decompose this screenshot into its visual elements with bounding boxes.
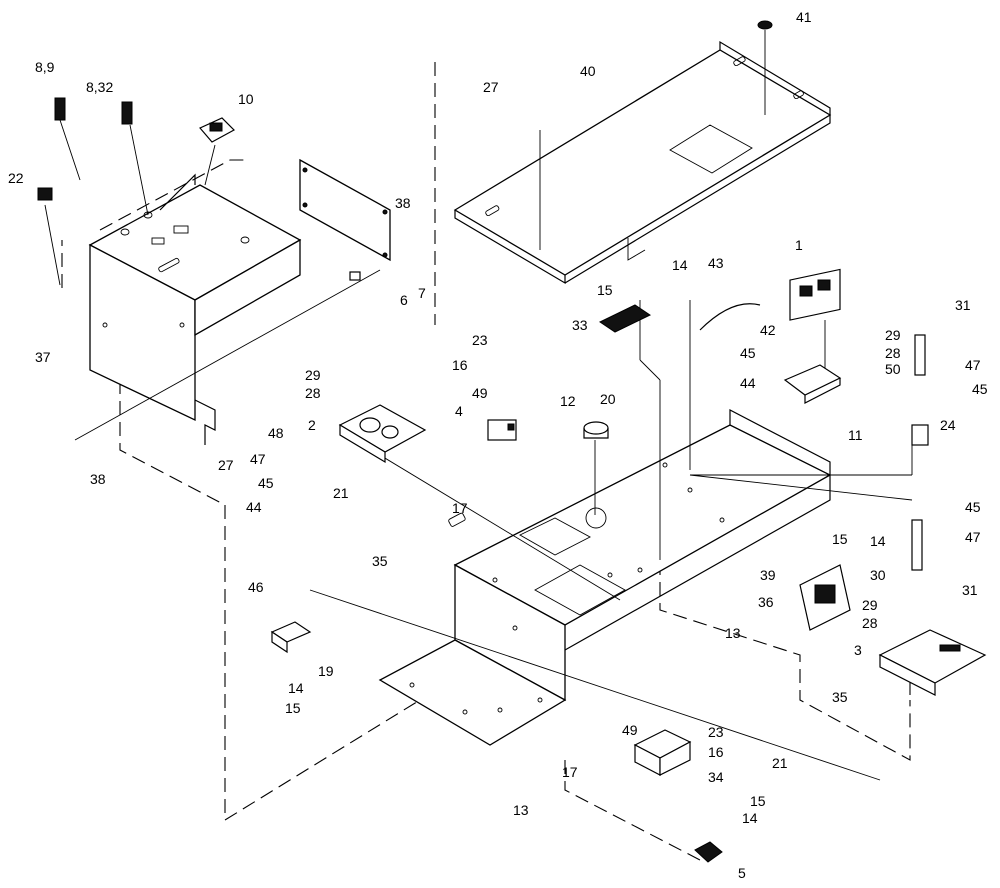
callout-44a: 44 (740, 375, 756, 391)
callout-35b: 35 (832, 689, 848, 705)
callout-37: 37 (35, 349, 51, 365)
part-relay-4 (487, 419, 517, 441)
callout-43: 43 (708, 255, 724, 271)
callout-49a: 49 (472, 385, 488, 401)
circuit-board (299, 158, 391, 262)
part-bracket-11 (783, 364, 842, 404)
callout-8-9: 8,9 (35, 59, 55, 75)
callout-49b: 49 (622, 722, 638, 738)
top-cover-panel (453, 40, 832, 285)
part-switch-22 (37, 187, 53, 201)
callout-47c: 47 (250, 451, 266, 467)
part-lamp-8-9 (54, 97, 66, 121)
callout-3: 3 (854, 642, 862, 658)
callout-38a: 38 (395, 195, 411, 211)
part-screw-31 (911, 334, 926, 571)
callout-16b: 16 (708, 744, 724, 760)
callout-33: 33 (572, 317, 588, 333)
control-box (88, 173, 302, 445)
callout-2: 2 (308, 417, 316, 433)
part-relay-1 (789, 268, 841, 321)
part-module-30 (799, 564, 851, 631)
callout-15b: 15 (832, 531, 848, 547)
callout-10: 10 (238, 91, 254, 107)
callout-11: 11 (848, 427, 863, 443)
callout-14d: 14 (742, 810, 758, 826)
callout-4: 4 (455, 403, 463, 419)
callout-12: 12 (560, 393, 576, 409)
callout-29a: 29 (305, 367, 321, 383)
assembly-outlines (61, 62, 911, 861)
callout-7: 7 (418, 285, 426, 301)
callout-15a: 15 (597, 282, 613, 298)
callout-50: 50 (885, 361, 901, 377)
part-relay-19 (270, 621, 312, 654)
callout-29b: 29 (885, 327, 901, 343)
callout-38b: 38 (90, 471, 106, 487)
callout-30: 30 (870, 567, 886, 583)
callout-5: 5 (738, 865, 746, 881)
callout-28a: 28 (305, 385, 321, 401)
part-switch-10 (199, 117, 235, 143)
callout-20: 20 (600, 391, 616, 407)
part-fitting-24 (911, 424, 929, 446)
callout-16a: 16 (452, 357, 468, 373)
callout-41: 41 (796, 9, 812, 25)
callout-23a: 23 (472, 332, 488, 348)
callout-29c: 29 (862, 597, 878, 613)
part-transformer-34 (633, 729, 692, 776)
callout-47b: 47 (965, 529, 981, 545)
callout-13a: 13 (725, 625, 741, 641)
callout-22: 22 (8, 170, 24, 186)
callout-45c: 45 (965, 499, 981, 515)
callout-17a: 17 (452, 500, 468, 516)
callout-6: 6 (400, 292, 408, 308)
callout-35a: 35 (372, 553, 388, 569)
part-connector-6 (349, 271, 361, 281)
callout-46: 46 (248, 579, 264, 595)
callout-40: 40 (580, 63, 596, 79)
callout-34: 34 (708, 769, 724, 785)
part-module-3 (878, 629, 987, 696)
callout-17b: 17 (562, 764, 578, 780)
callout-36: 36 (758, 594, 774, 610)
callout-28c: 28 (862, 615, 878, 631)
callout-28b: 28 (885, 345, 901, 361)
part-lamp-8-32 (121, 101, 133, 125)
callout-8-32: 8,32 (86, 79, 113, 95)
callout-14a: 14 (672, 257, 688, 273)
callout-14b: 14 (870, 533, 886, 549)
callout-14c: 14 (288, 680, 304, 696)
callout-21b: 21 (772, 755, 788, 771)
callout-48: 48 (268, 425, 284, 441)
part-module-2 (338, 404, 427, 464)
part-cap-41 (757, 20, 773, 30)
callout-27a: 27 (483, 79, 499, 95)
callout-1: 1 (795, 237, 803, 253)
callout-23b: 23 (708, 724, 724, 740)
part-wire-42 (699, 303, 761, 331)
callout-45a: 45 (740, 345, 756, 361)
callout-31a: 31 (955, 297, 971, 313)
callout-15c: 15 (285, 700, 301, 716)
callout-21a: 21 (333, 485, 349, 501)
callout-47a: 47 (965, 357, 981, 373)
callout-44b: 44 (246, 499, 262, 515)
callout-39: 39 (760, 567, 776, 583)
callout-42: 42 (760, 322, 776, 338)
part-switch-5 (694, 841, 723, 863)
callout-15d: 15 (750, 793, 766, 809)
part-grommet-12 (583, 421, 609, 439)
part-terminal-strip-33 (598, 304, 652, 333)
callout-45d: 45 (258, 475, 274, 491)
callout-24: 24 (940, 417, 956, 433)
callout-45b: 45 (972, 381, 988, 397)
callout-27b: 27 (218, 457, 234, 473)
callout-19: 19 (318, 663, 334, 679)
callout-13b: 13 (513, 802, 529, 818)
callout-labels: 1 2 3 4 5 6 7 8,9 8,32 10 11 12 13 13 14… (8, 9, 988, 881)
callout-31b: 31 (962, 582, 978, 598)
